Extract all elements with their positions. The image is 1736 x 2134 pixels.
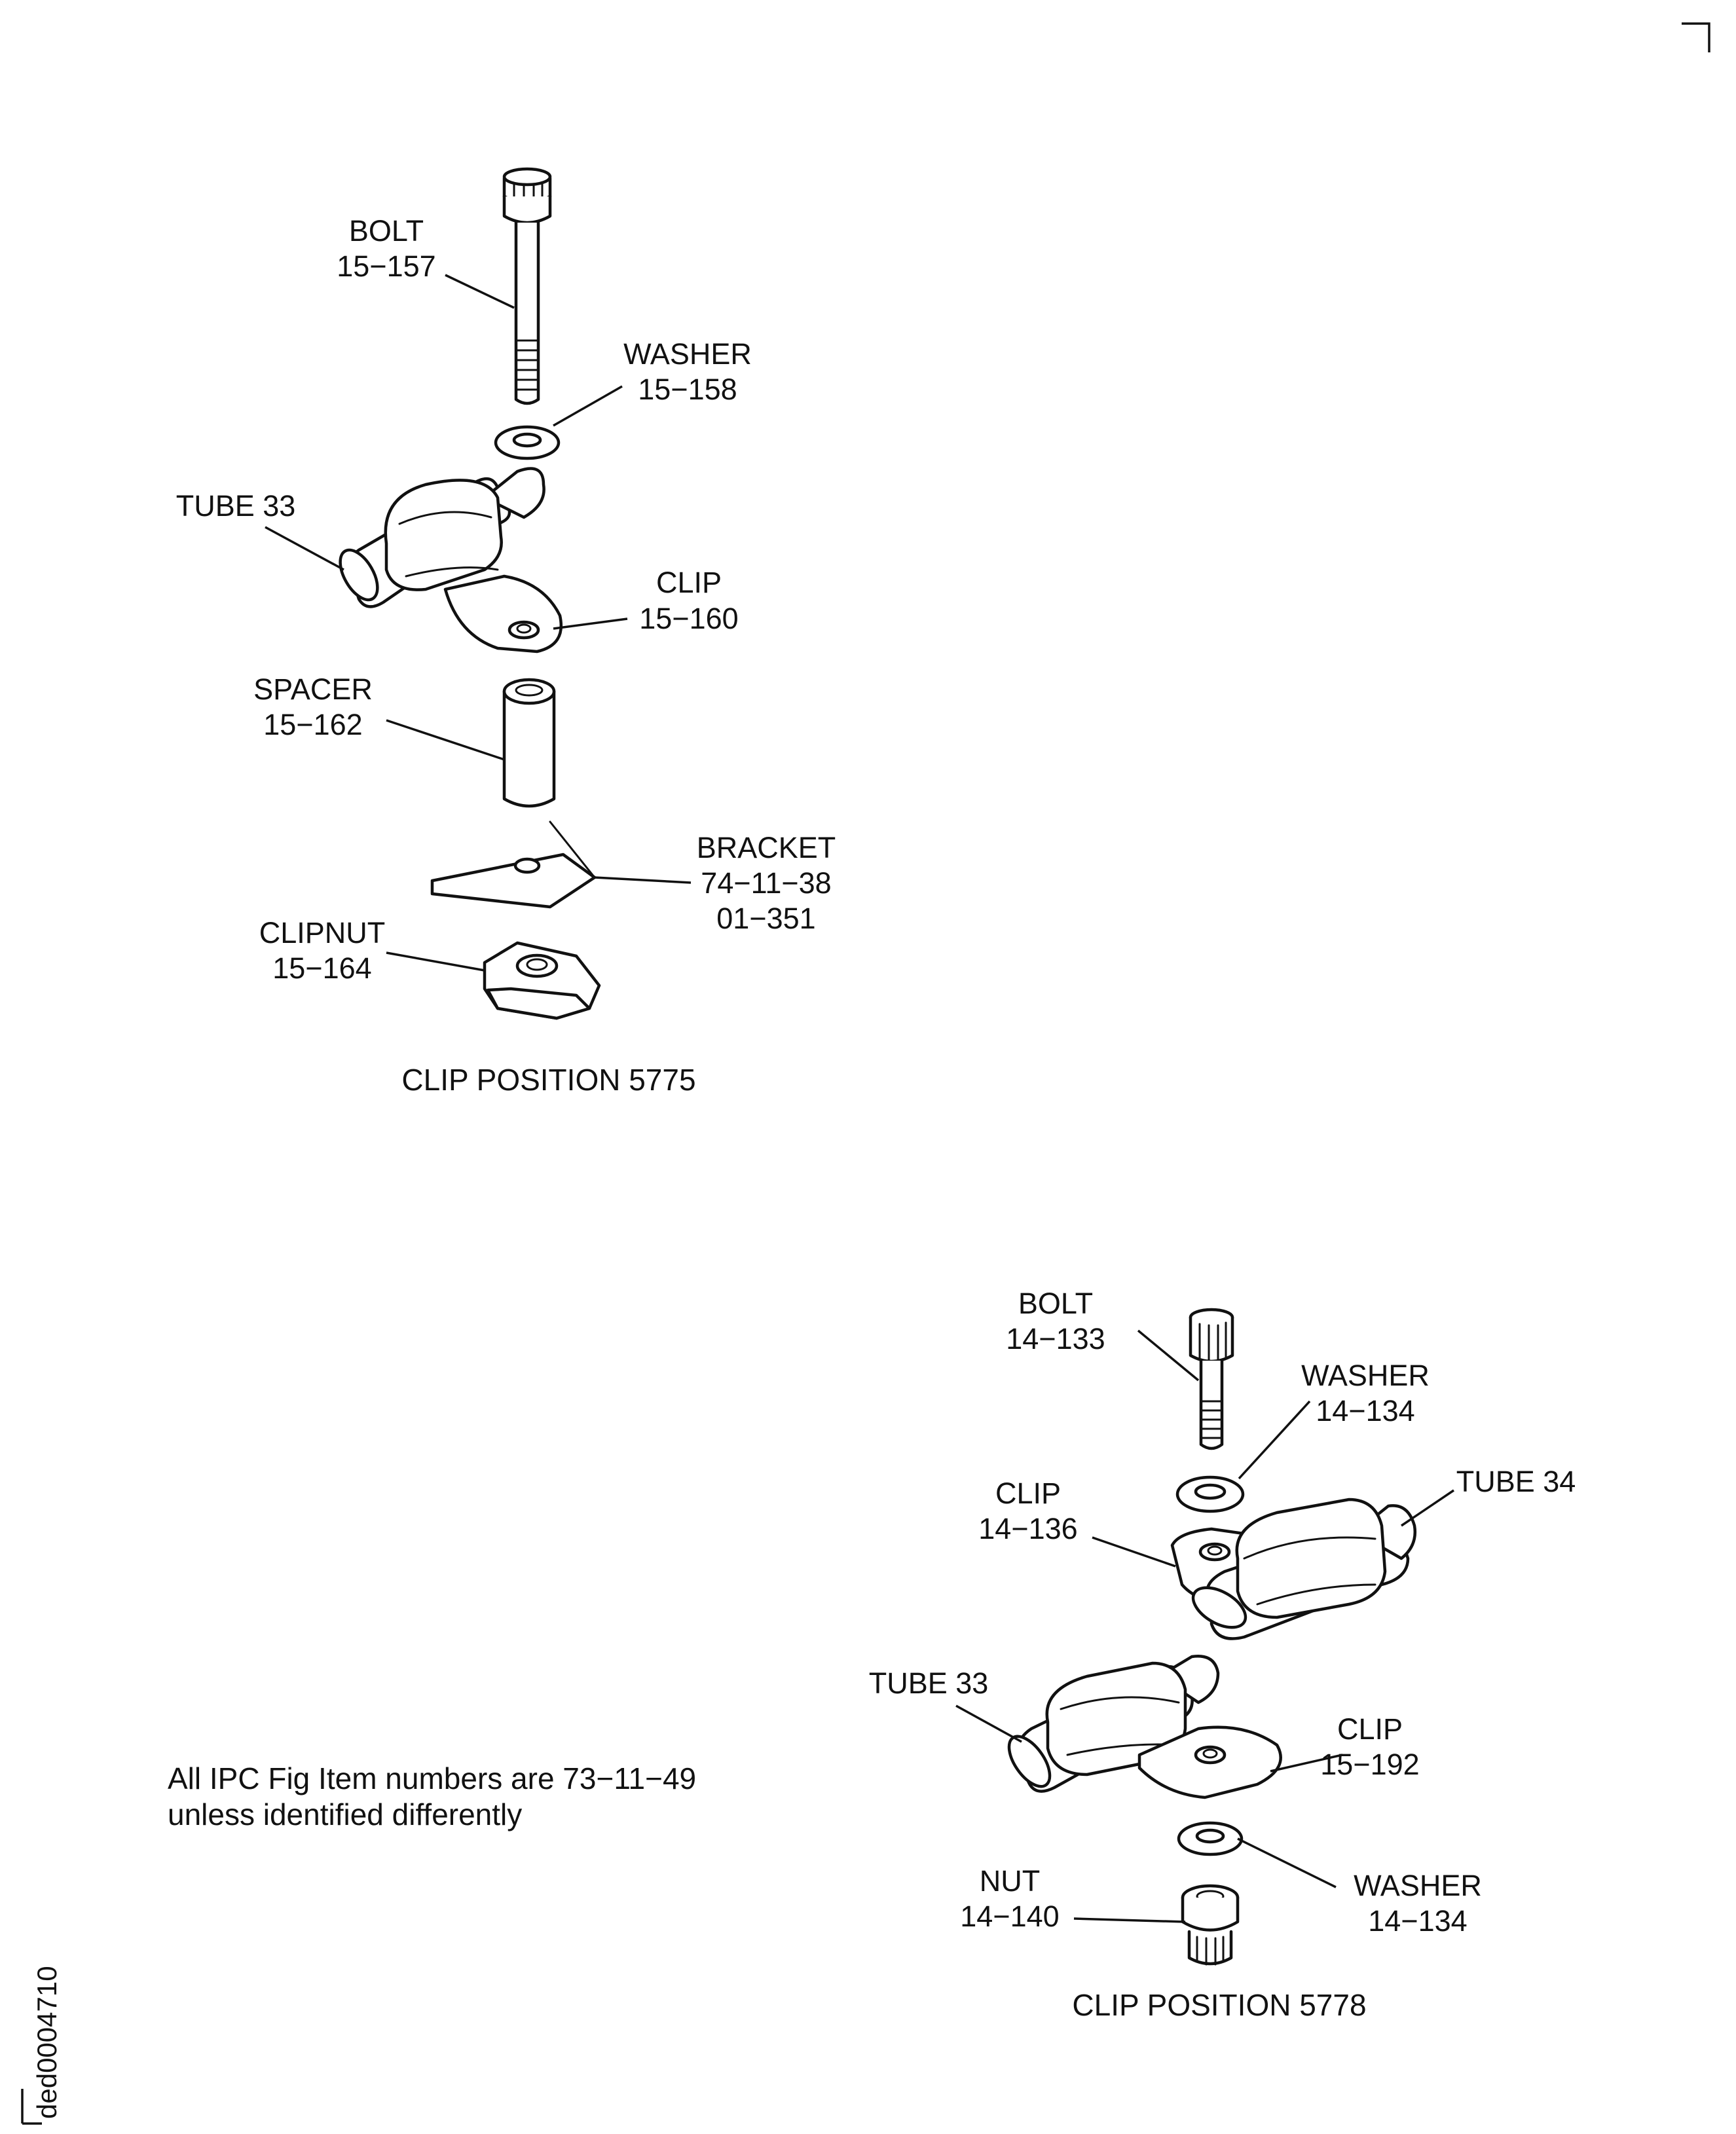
clip-15-160-name: CLIP (656, 566, 722, 599)
clip-15-160-number: 15−160 (639, 602, 738, 635)
spacer-15-162-name: SPACER (253, 672, 373, 706)
washer-14-134-bottom-part (1177, 1821, 1244, 1856)
washer-14-134-top-name: WASHER (1301, 1359, 1430, 1392)
clip-14-136-number: 14−136 (978, 1512, 1077, 1545)
bracket-name: BRACKET (697, 831, 836, 864)
washer-15-158-name: WASHER (623, 337, 752, 371)
crop-mark (1682, 22, 1710, 52)
note-line-1: All IPC Fig Item numbers are 73−11−49 (168, 1761, 696, 1795)
washer-14-134-top-part (1175, 1475, 1245, 1513)
figure-5778: BOLT 14−133 WASHER 14−134 TUBE 34 CLIP 1… (869, 1287, 1576, 2022)
clip-15-192-number: 15−192 (1320, 1748, 1419, 1781)
washer-14-134-bottom-name: WASHER (1354, 1869, 1482, 1902)
drawing-id-bracket (21, 2089, 42, 2125)
clipnut-15-164-name: CLIPNUT (259, 916, 386, 949)
bolt-14-133-part (1189, 1308, 1234, 1450)
nut-14-140-part (1181, 1884, 1240, 1966)
washer-15-158-part (494, 425, 561, 460)
bracket-number-1: 74−11−38 (701, 866, 831, 900)
washer-14-134-bottom-number: 14−134 (1368, 1904, 1467, 1938)
bolt-14-133-name: BOLT (1018, 1287, 1093, 1320)
tube-33-label-b: TUBE 33 (869, 1666, 989, 1700)
bolt-15-157-name: BOLT (349, 214, 424, 248)
washer-15-158-number: 15−158 (638, 373, 737, 406)
nut-14-140-number: 14−140 (960, 1900, 1059, 1933)
note-line-2: unless identified differently (168, 1797, 522, 1831)
tube33-clip-15-160-part (339, 467, 563, 653)
tube-34-label: TUBE 34 (1456, 1465, 1576, 1498)
caption-clip-position-5778: CLIP POSITION 5778 (1072, 1988, 1366, 2022)
spacer-15-162-number: 15−162 (263, 708, 362, 741)
clipnut-15-164-number: 15−164 (272, 951, 371, 985)
spacer-15-162-part (502, 678, 556, 808)
bracket-part (430, 820, 597, 909)
clip-14-136-tube34-part (1170, 1498, 1417, 1640)
figure-5775: BOLT 15−157 WASHER 15−158 TUBE 33 CLIP 1… (176, 167, 836, 1097)
bolt-15-157-part (502, 167, 552, 405)
clip-15-192-name: CLIP (1337, 1712, 1403, 1746)
tube-33-label: TUBE 33 (176, 489, 296, 523)
clipnut-15-164-part (483, 941, 601, 1020)
bracket-number-2: 01−351 (716, 902, 815, 935)
nut-14-140-name: NUT (980, 1864, 1040, 1898)
clip-14-136-name: CLIP (995, 1477, 1061, 1510)
drawing-id: ded0004710 (31, 1966, 62, 2119)
washer-14-134-top-number: 14−134 (1316, 1394, 1414, 1427)
caption-clip-position-5775: CLIP POSITION 5775 (401, 1063, 695, 1097)
tube33-clip-15-192-part (1007, 1655, 1282, 1799)
bolt-14-133-number: 14−133 (1006, 1322, 1105, 1355)
bolt-15-157-number: 15−157 (337, 249, 435, 283)
